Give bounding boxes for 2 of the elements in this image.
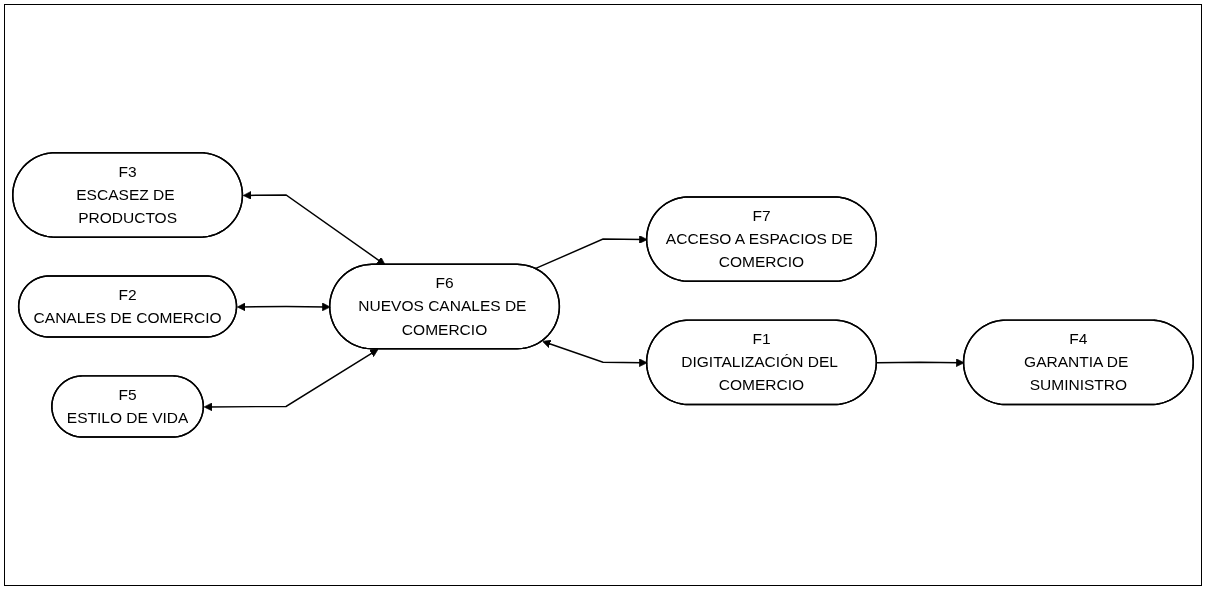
arrow xyxy=(242,191,386,266)
arrow xyxy=(203,348,379,412)
